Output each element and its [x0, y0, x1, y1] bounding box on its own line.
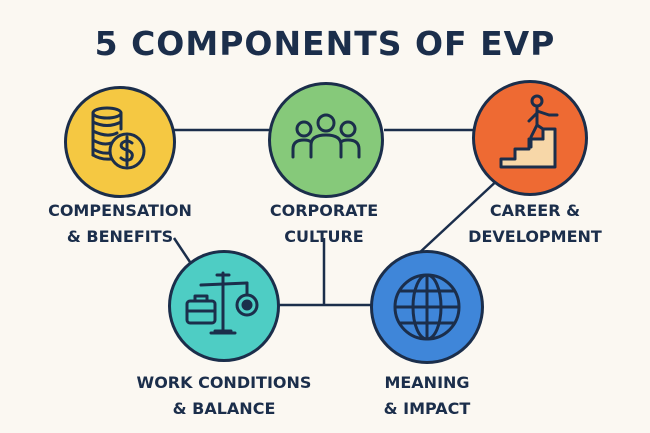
connector-career-meaning	[417, 175, 503, 255]
compensation-label: COMPENSATION & BENEFITS	[20, 198, 220, 250]
compensation-label-line2: & BENEFITS	[66, 227, 174, 246]
people-group-icon	[291, 113, 361, 159]
meaning-label: MEANING & IMPACT	[327, 370, 527, 422]
culture-label-line2: CULTURE	[284, 227, 364, 246]
culture-node	[268, 82, 384, 198]
compensation-label-line1: COMPENSATION	[48, 201, 192, 220]
work-conditions-node	[168, 250, 280, 362]
compensation-node	[64, 86, 176, 198]
career-label: CAREER & DEVELOPMENT	[435, 198, 635, 250]
culture-label: CORPORATE CULTURE	[224, 198, 424, 250]
work-conditions-label-line1: WORK CONDITIONS	[136, 373, 312, 392]
page-title: 5 COMPONENTS OF EVP	[94, 24, 556, 63]
meaning-label-line1: MEANING	[384, 373, 470, 392]
work-conditions-label-line2: & BALANCE	[172, 399, 276, 418]
stairs-climber-icon	[499, 94, 559, 169]
coins-dollar-icon	[91, 106, 146, 170]
briefcase-scale-icon	[185, 271, 259, 335]
career-node	[472, 80, 588, 196]
connector-compensation-work	[172, 237, 192, 263]
work-conditions-label: WORK CONDITIONS & BALANCE	[119, 370, 329, 422]
culture-label-line1: CORPORATE	[269, 201, 379, 220]
meaning-label-line2: & IMPACT	[383, 399, 471, 418]
meaning-node	[370, 250, 484, 364]
career-label-line1: CAREER &	[489, 201, 581, 220]
career-label-line2: DEVELOPMENT	[468, 227, 602, 246]
globe-icon	[393, 273, 461, 341]
